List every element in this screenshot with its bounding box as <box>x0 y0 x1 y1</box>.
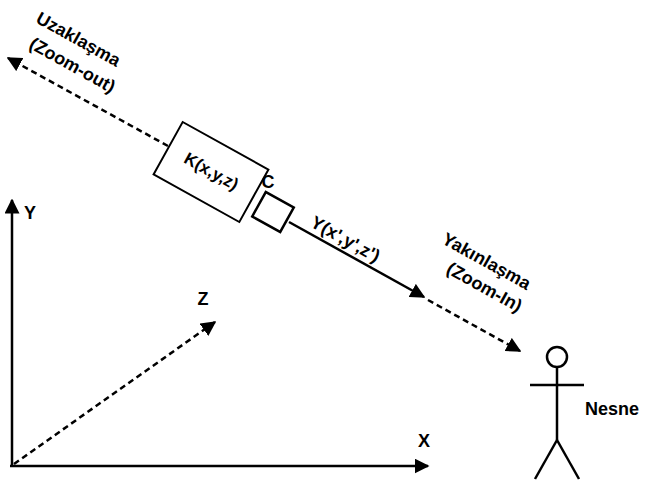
vector-label: Y(x',y',z') <box>307 213 383 267</box>
object-label: Nesne <box>585 400 639 420</box>
camera-body: K(x,y,z) <box>152 121 270 224</box>
person-figure <box>530 347 584 479</box>
z-axis <box>14 322 215 464</box>
lens-label: C <box>262 173 275 193</box>
axis-label: X <box>418 432 430 452</box>
x-axis <box>10 465 428 468</box>
axis-label: Z <box>198 290 209 310</box>
node-text: K(x,y,z) <box>180 149 241 195</box>
camera-lens <box>252 192 294 232</box>
y-axis <box>11 200 14 466</box>
axis-label: Y <box>24 204 36 224</box>
direction-arrow <box>289 222 424 297</box>
